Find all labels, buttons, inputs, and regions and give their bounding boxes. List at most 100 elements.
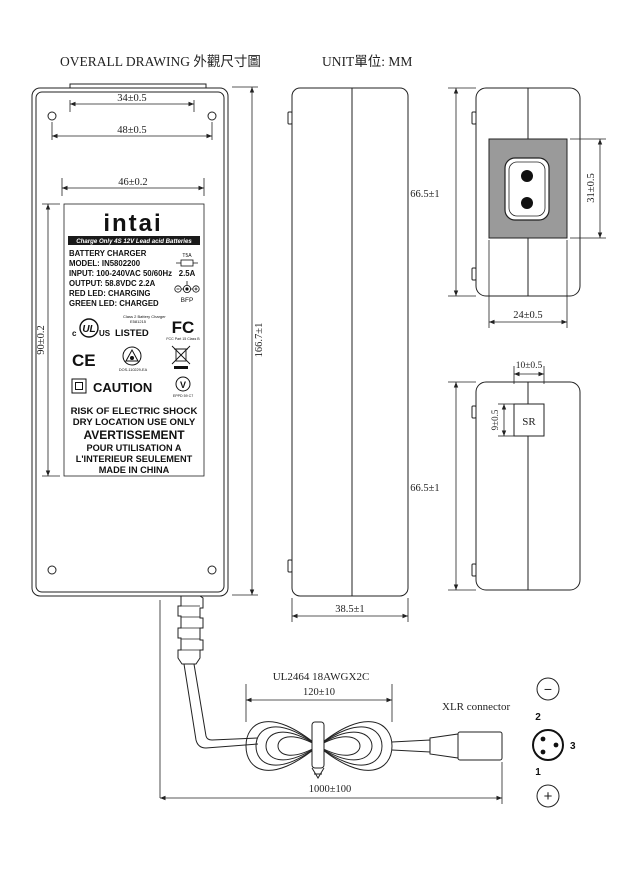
- strain-relief: [177, 595, 204, 665]
- fr-line-interior: L'INTERIEUR SEULEMENT: [76, 454, 193, 464]
- avertissement-text: AVERTISSEMENT: [83, 428, 185, 442]
- warning-line-shock: RISK OF ELECTRIC SHOCK: [71, 406, 198, 417]
- fr-line-usage: POUR UTILISATION A: [87, 443, 182, 453]
- ul-class-text: Class 2 Battery Charger: [123, 314, 166, 319]
- front-body-outline: [31, 87, 229, 597]
- end-top-foot-upper: [471, 111, 477, 125]
- dim-hole-spacing-wide: 48±0.5: [117, 125, 146, 136]
- inlet-pin-top: [521, 170, 533, 182]
- ce-mark: CE: [72, 351, 96, 370]
- plus-symbol-icon: [536, 784, 560, 808]
- dim-hole-spacing-top: 34±0.5: [117, 93, 146, 104]
- ul-us-mark: US: [99, 329, 111, 338]
- fuse-rating: T5A: [182, 253, 192, 259]
- xlr-plug-icon: [429, 731, 503, 761]
- front-top-ridge: [69, 83, 207, 88]
- ul-logo-text: UL: [82, 324, 95, 335]
- fc-note: FCC Part 15 Class B: [166, 337, 200, 341]
- label-border: [63, 203, 205, 477]
- fuse-current: 2.5A: [179, 269, 196, 278]
- mount-hole-bottom-right: [207, 565, 217, 575]
- dim-body-length: 166.7±1: [254, 323, 265, 358]
- dim-end-top-height: 66.5±1: [410, 189, 439, 200]
- end-view-inlet: 66.5±1 31±0.5 24±0.5: [410, 87, 606, 328]
- cable-tie: [311, 721, 325, 769]
- cable-spec: UL2464 18AWGX2C: [273, 671, 370, 683]
- mount-hole-top-right: [207, 111, 217, 121]
- plus-symbol: +: [544, 788, 553, 805]
- dim-side-width: 38.5±1: [335, 604, 364, 615]
- made-in-text: MADE IN CHINA: [99, 465, 170, 475]
- cable-lead-inner: [193, 663, 259, 741]
- rcm-mark-icon: [122, 346, 142, 366]
- cable-to-plug: [391, 739, 431, 753]
- inlet-pin-bottom: [521, 197, 533, 209]
- side-foot-top-left: [287, 111, 293, 125]
- fuse-icon: [176, 259, 198, 267]
- fc-mark: FC: [172, 318, 195, 337]
- label-line-product: BATTERY CHARGER: [69, 249, 147, 258]
- dim-sr-height: 9±0.5: [490, 409, 500, 430]
- end-bottom-foot-upper: [471, 405, 477, 419]
- end-bottom-foot-lower: [471, 563, 477, 577]
- dim-socket-width: 24±0.5: [513, 310, 542, 321]
- label-line-input: INPUT: 100-240VAC 50/60Hz: [69, 269, 172, 278]
- double-insulation-icon: [71, 378, 87, 394]
- output-cable: UL2464 18AWGX2C 120±10 1000±100: [159, 600, 503, 804]
- ul-logo-icon: [79, 318, 99, 338]
- xlr-pinout: XLR connector − 2 3 1 +: [442, 677, 576, 808]
- label-line-model: MODEL: IN5802200: [69, 259, 141, 268]
- warning-line-dry: DRY LOCATION USE ONLY: [73, 417, 196, 428]
- brand-logo: intai: [103, 210, 162, 237]
- side-view: 166.7±1 38.5±1: [232, 86, 409, 622]
- side-foot-bottom-left: [287, 559, 293, 573]
- front-view: 34±0.5 48±0.5 46±0.2 90±0.2 intai Charge…: [31, 83, 229, 665]
- caution-text: CAUTION: [93, 380, 152, 395]
- cable-lead-outer: [183, 663, 259, 749]
- end-view-sr: 10±0.5 66.5±1 SR 9±0.5: [410, 361, 581, 591]
- weee-bin-icon: [171, 345, 191, 369]
- c8-inlet-icon: [504, 157, 550, 221]
- ul-listed-mark: c UL US LISTED Class 2 Battery Charger E…: [72, 314, 166, 339]
- ul-listed-text: LISTED: [115, 328, 149, 339]
- sr-label: SR: [522, 416, 536, 428]
- xlr-connector-label: XLR connector: [442, 701, 510, 713]
- efficiency-v-icon: [175, 376, 191, 392]
- cable-coil: [245, 721, 393, 779]
- efficiency-v-code: EPPD 59 C7: [173, 394, 193, 398]
- ul-file-text: E581215: [130, 319, 147, 324]
- mount-hole-bottom-left: [47, 565, 57, 575]
- ul-c-mark: c: [72, 329, 77, 338]
- label-line-red-led: RED LED: CHARGING: [69, 289, 150, 298]
- polarity-icon: [174, 281, 200, 293]
- rcm-code: DOS-110229-EA: [119, 368, 148, 372]
- label-banner: Charge Only 4S 12V Lead acid Batteries: [76, 238, 192, 245]
- minus-symbol: −: [544, 681, 552, 697]
- mount-hole-top-left: [47, 111, 57, 121]
- efficiency-v-mark: V: [180, 380, 186, 390]
- minus-symbol-icon: [536, 677, 560, 701]
- sr-block: [513, 403, 545, 437]
- dim-cable-total: 1000±100: [309, 784, 352, 795]
- dim-socket-height: 31±0.5: [586, 173, 597, 202]
- xlr-face-icon: [532, 729, 564, 761]
- unit-label: UNIT單位: MM: [322, 54, 412, 69]
- drawing-title: OVERALL DRAWING 外觀尺寸圖: [60, 54, 261, 69]
- polarity-text: BFP: [181, 297, 194, 304]
- dim-label-width: 46±0.2: [118, 177, 147, 188]
- label-banner-bar: [68, 236, 200, 245]
- end-top-foot-lower: [471, 267, 477, 281]
- dim-sr-width: 10±0.5: [516, 361, 543, 371]
- pin-1-label: 1: [535, 767, 541, 778]
- dim-end-bottom-height: 66.5±1: [410, 483, 439, 494]
- side-body-outline: [291, 87, 409, 597]
- pin-3-label: 3: [570, 741, 576, 752]
- dim-label-height: 90±0.2: [36, 325, 47, 354]
- front-body-inner-outline: [35, 91, 225, 593]
- product-label: intai Charge Only 4S 12V Lead acid Batte…: [63, 203, 205, 477]
- label-line-output: OUTPUT: 58.8VDC 2.2A: [69, 279, 156, 288]
- label-line-green-led: GREEN LED: CHARGED: [69, 299, 159, 308]
- dim-cable-bundle: 120±10: [303, 687, 335, 698]
- pin-2-label: 2: [535, 712, 541, 723]
